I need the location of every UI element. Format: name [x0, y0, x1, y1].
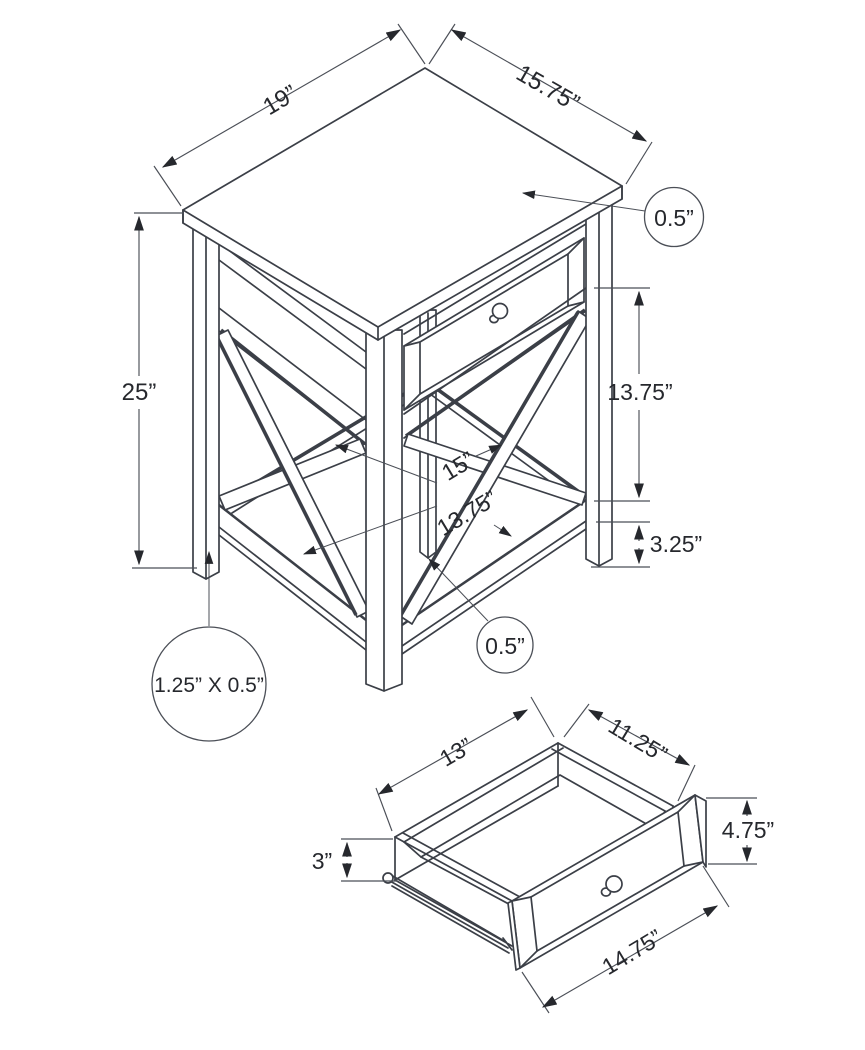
dim-opening-height: 13.75”	[594, 287, 673, 502]
label-top-thickness: 0.5”	[654, 205, 694, 231]
drawer-left-wall	[394, 742, 564, 881]
label-drawer-inner-depth: 11.25”	[604, 713, 672, 768]
left-side-panel	[215, 242, 370, 651]
left-x-bar-steep	[215, 329, 370, 618]
dim-drawer-front-height: 4.75”	[706, 797, 774, 865]
callout-leg-profile: 1.25” X 0.5”	[151, 550, 267, 742]
dim-drawer-side-height: 3”	[312, 838, 398, 882]
left-leg	[192, 214, 220, 580]
label-leg-profile: 1.25” X 0.5”	[154, 674, 264, 697]
label-drawer-front-width: 14.75”	[597, 924, 666, 980]
front-leg	[365, 329, 403, 692]
dim-overall-height: 25”	[122, 212, 197, 569]
label-drawer-front-height: 4.75”	[722, 817, 774, 843]
label-overall-height: 25”	[122, 379, 157, 406]
right-front-panel	[399, 223, 591, 655]
label-drawer-side-height: 3”	[312, 848, 332, 874]
label-shelf-thickness: 0.5”	[485, 633, 525, 659]
callout-shelf-thickness: 0.5”	[428, 558, 534, 674]
callout-top-thickness: 0.5”	[521, 186, 705, 248]
drawer-knob	[488, 302, 509, 324]
label-opening-height: 13.75”	[607, 379, 672, 405]
label-shelf-size: 13.75”	[432, 485, 501, 541]
right-x-bar-steep	[399, 310, 591, 625]
dim-drawer-inner-depth: 11.25”	[563, 703, 696, 802]
drawer-detail-knob	[600, 875, 623, 897]
drawer-slide-rail	[382, 872, 513, 954]
label-top-width: 19”	[258, 80, 302, 121]
label-base-height: 3.25”	[650, 531, 702, 557]
dim-drawer-inner-width: 13”	[375, 696, 555, 832]
table-structure	[182, 67, 623, 692]
dimension-annotations: 19” 15.75” 0.5” 25” 13.75”	[122, 23, 705, 742]
drawer-front-panel	[507, 794, 707, 971]
dim-base-height: 3.25”	[591, 521, 702, 568]
label-top-depth: 15.75”	[512, 60, 584, 117]
label-drawer-inner-width: 13”	[435, 732, 477, 771]
